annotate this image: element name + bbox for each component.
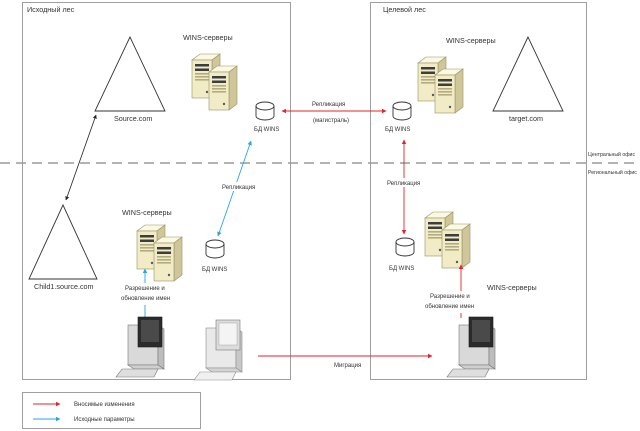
source-domain-triangle-icon [94,35,166,112]
central-office-label: Центральный офис [588,151,635,158]
migrating-workstation-icon [193,319,243,381]
source-bottom-db-label: БД WINS [202,267,227,273]
source-bottom-server-icon [137,225,182,281]
source-resolution-label-line1: Разрешение и [125,286,165,292]
backbone-replication-label: Репликация [312,102,345,108]
target-resolution-label-line2: обновление имен [425,304,474,310]
target-bottom-server-icon [425,212,470,268]
target-top-database-icon [392,101,412,121]
source-domain-label: Source.com [114,114,152,123]
target-domain-triangle-icon [492,35,564,112]
target-replication-label: Репликация [387,181,420,187]
target-top-servers-label: WINS-серверы [446,36,496,45]
target-resolution-label-line1: Разрешение и [430,294,470,300]
target-top-server-icon [418,57,463,113]
target-bottom-db-label: БД WINS [389,266,414,272]
backbone-replication-sublabel: (магистраль) [313,118,349,124]
target-client-workstation-icon [446,316,496,378]
legend-box [22,392,201,429]
source-forest-title: Исходный лес [27,5,75,14]
source-top-server-icon [192,54,237,110]
target-forest-title: Целевой лес [383,5,426,14]
source-top-database-icon [255,101,275,121]
source-replication-label: Репликация [222,185,255,191]
trust-link [65,114,97,201]
source-resolution-label-line2: обновление имен [121,296,170,302]
target-top-db-label: БД WINS [385,127,410,133]
target-bottom-database-icon [395,237,415,257]
source-client-workstation-icon [115,316,165,378]
child-domain-label: Child1.source.com [34,282,94,291]
source-bottom-database-icon [205,239,225,259]
target-domain-label: target.com [509,114,543,123]
legend-source-params-label: Исходные параметры [74,417,135,423]
target-forest-frame [370,2,587,380]
source-forest-frame [22,2,291,380]
child-domain-triangle-icon [28,203,98,280]
migration-label: Миграция [334,363,361,369]
source-top-servers-label: WINS-серверы [183,33,233,42]
source-top-db-label: БД WINS [254,127,279,133]
regional-office-label: Региональный офис [588,169,637,176]
target-bottom-servers-label: WINS-серверы [487,283,537,292]
legend-changes-label: Вносимые изменения [74,402,135,408]
source-bottom-servers-label: WINS-серверы [122,208,172,217]
